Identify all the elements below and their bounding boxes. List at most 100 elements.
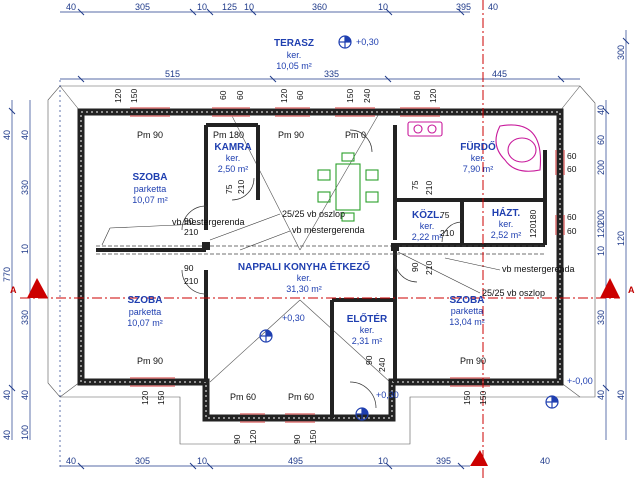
- opening-height: 150: [156, 391, 166, 405]
- room-terasz-name: TERASZ: [274, 38, 314, 49]
- opening-height: 240: [377, 358, 387, 372]
- opening-pm0: Pm 0: [345, 130, 366, 140]
- room-eloter-floor: ker.: [360, 325, 375, 335]
- opening-height: 150: [478, 391, 488, 405]
- dim-top-1: 40: [66, 2, 76, 12]
- opening-height: 60: [567, 164, 577, 174]
- dim-right-mid: 120: [616, 231, 626, 246]
- bath-fixtures: [407, 121, 542, 172]
- dim-bottom-4: 10: [378, 456, 388, 466]
- note-column: 25/25 vb oszlop: [282, 209, 345, 219]
- dim-top2-3: 445: [492, 69, 507, 79]
- note-column: 25/25 vb oszlop: [482, 288, 545, 298]
- opening-height: 240: [362, 89, 372, 103]
- dim-right-8: 40: [596, 390, 606, 400]
- door-height: 210: [424, 261, 434, 275]
- opening-height: 60: [567, 212, 577, 222]
- windows: [130, 107, 565, 423]
- room-furdo-name: FÜRDŐ: [460, 140, 496, 153]
- level-marker-fills: [266, 36, 558, 414]
- dim-right-3: 200: [596, 160, 606, 175]
- opening-height: 120: [140, 391, 150, 405]
- door-swings: [181, 129, 463, 409]
- level-living: +0,30: [282, 313, 305, 323]
- opening-pm90: Pm 90: [278, 130, 304, 140]
- note-beam: vb mestergerenda: [172, 217, 245, 227]
- dim-bottom-1: 305: [135, 456, 150, 466]
- door-width: 90: [410, 262, 420, 272]
- room-eloter-area: 2,31 m²: [352, 336, 383, 346]
- opening-height: 60: [218, 90, 228, 100]
- room-szoba3-area: 13,04 m²: [449, 317, 485, 327]
- opening-height: 150: [129, 89, 139, 103]
- door-height: 210: [184, 227, 198, 237]
- note-beam: vb mestergerenda: [502, 264, 575, 274]
- room-nappali-name: NAPPALI KONYHA ÉTKEZŐ: [238, 260, 370, 273]
- door-width: 75: [410, 180, 420, 190]
- dim-top-9: 40: [488, 2, 498, 12]
- dim-left-5: 330: [20, 310, 30, 325]
- room-furdo-area: 7,90 m²: [463, 164, 494, 174]
- opening-height: 60: [412, 90, 422, 100]
- room-nappali-floor: ker.: [297, 273, 312, 283]
- dim-left-4: 10: [20, 244, 30, 254]
- dim-top-8: 395: [456, 2, 471, 12]
- dimension-ticks: [8, 8, 630, 470]
- room-szoba2-floor: parketta: [129, 307, 162, 317]
- opening-pm90: Pm 90: [460, 356, 486, 366]
- dim-top-7: 10: [378, 2, 388, 12]
- opening-pm180: Pm 180: [213, 130, 244, 140]
- dim-left-9: 40: [2, 430, 12, 440]
- room-eloter-name: ELŐTÉR: [347, 312, 388, 325]
- dim-bottom-6: 40: [540, 456, 550, 466]
- columns: [202, 242, 399, 251]
- section-line: [20, 0, 620, 480]
- dim-right-4: 120: [596, 223, 606, 238]
- dim-bottom-5: 395: [436, 456, 451, 466]
- dim-left-2: 40: [2, 130, 12, 140]
- room-hazt-floor: ker.: [499, 219, 514, 229]
- dim-top2-2: 335: [324, 69, 339, 79]
- opening-pm90: Pm 90: [137, 130, 163, 140]
- room-hazt-area: 2,52 m²: [491, 230, 522, 240]
- room-terasz-area: 10,05 m²: [276, 61, 312, 71]
- dim-right-6: 200: [596, 210, 606, 225]
- opening-height: 120: [279, 89, 289, 103]
- level-terasz: +0,30: [356, 37, 379, 47]
- dim-top-6: 360: [312, 2, 327, 12]
- opening-height: 60: [235, 90, 245, 100]
- level-entrance: +0,30: [376, 390, 399, 400]
- roof-outline: [47, 85, 596, 445]
- opening-height: 90: [364, 355, 374, 365]
- interior-walls: [96, 123, 547, 418]
- dim-right-9: 40: [616, 390, 626, 400]
- opening-height: 120: [248, 430, 258, 444]
- exterior-walls: [77, 108, 564, 422]
- opening-height: 60: [567, 151, 577, 161]
- dim-top-2: 305: [135, 2, 150, 12]
- door-height: 120: [528, 224, 538, 238]
- door-height: 210: [184, 276, 198, 286]
- dim-left-1: 40: [20, 130, 30, 140]
- level-ground: +-0,00: [567, 376, 593, 386]
- door-height: 210: [440, 228, 454, 238]
- door-width: 90: [184, 216, 194, 226]
- room-kamra-area: 2,50 m²: [218, 164, 249, 174]
- room-kozl-name: KÖZL.: [412, 208, 442, 221]
- leader-lines: [101, 213, 501, 294]
- room-terasz-floor: ker.: [287, 50, 302, 60]
- room-kozl-area: 2,22 m²: [412, 232, 443, 242]
- dim-right-2: 60: [596, 135, 606, 145]
- dim-left-8: 100: [20, 425, 30, 440]
- section-label-right: A: [628, 285, 635, 295]
- dim-right-1: 40: [596, 105, 606, 115]
- dim-top2-1: 515: [165, 69, 180, 79]
- dimension-lines: [11, 11, 627, 470]
- dim-right-5: 10: [596, 246, 606, 256]
- room-kamra-name: KAMRA: [214, 142, 251, 153]
- opening-pm90: Pm 90: [137, 356, 163, 366]
- opening-height: 120: [113, 89, 123, 103]
- beam-lines: [96, 245, 545, 255]
- opening-height: 150: [462, 391, 472, 405]
- opening-height: 150: [308, 430, 318, 444]
